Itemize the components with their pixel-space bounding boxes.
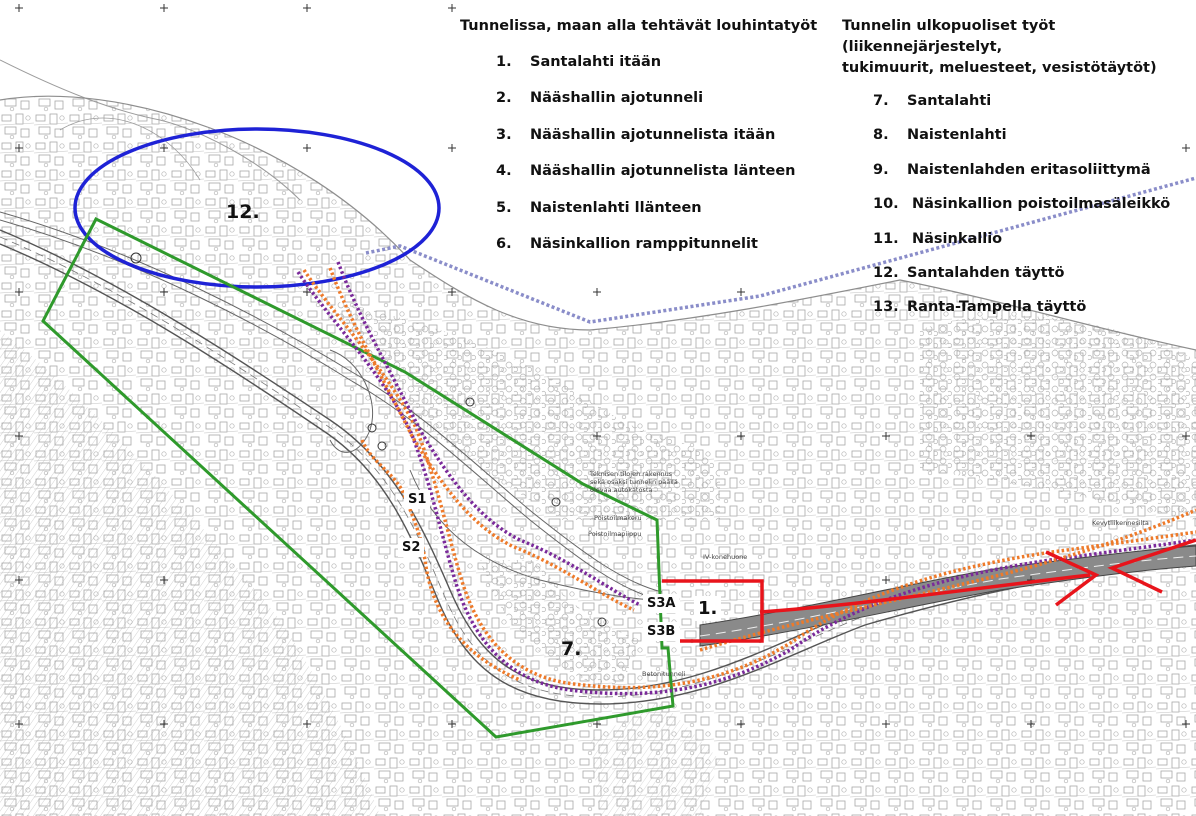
area-7-label: 7.	[561, 638, 582, 660]
legend-item: 7.Santalahti	[873, 93, 992, 109]
s2-label: S2	[398, 538, 425, 557]
exhaust-air-label: Poistoilmakeru	[594, 514, 642, 522]
tunnel-routes	[296, 261, 1196, 696]
legend-item: 4.Nääshallin ajotunnelista länteen	[496, 163, 796, 180]
legend-outside-heading-2: tukimuurit, meluesteet, vesistötäytöt)	[842, 60, 1157, 76]
legend-item: 10.Näsinkallion poistoilmasäleikkö	[873, 196, 1171, 213]
legend-item: 3.Nääshallin ajotunnelista itään	[496, 126, 776, 143]
basemap	[0, 59, 1196, 816]
s3b-label: S3B	[643, 622, 680, 641]
legend-item: 8.Naistenlahti	[873, 127, 1007, 144]
legend-outside-works: Tunnelin ulkopuoliset työt (liikennejärj…	[842, 16, 1192, 334]
area-12-ellipse	[73, 127, 441, 289]
legend-item: 2.Nääshallin ajotunneli	[496, 90, 704, 107]
grid-crosses	[15, 4, 1190, 728]
legend-item: 11.Näsinkallio	[873, 230, 1003, 247]
area-1-label: 1.	[694, 596, 722, 621]
legend-item: 1.Santalahti itään	[496, 54, 662, 70]
legend-item: 13.Ranta-Tampella täyttö	[873, 299, 1087, 316]
area-13-dotted-line	[365, 176, 1196, 324]
iv-machine-room-label: IV-konehuone	[703, 553, 748, 561]
shaft-markers	[130, 252, 607, 627]
legend-item: 5.Naistenlahti llänteen	[496, 199, 702, 216]
exhaust-chimney-label: Poistoilmapiippu	[588, 530, 642, 538]
legend-tunnel-works: Tunnelissa, maan alla tehtävät louhintat…	[460, 16, 820, 272]
technical-building-note: Teknisen tilojen rakennus sekä osaksi tu…	[590, 470, 678, 494]
legend-tunnel-heading: Tunnelissa, maan alla tehtävät louhintat…	[460, 18, 818, 34]
legend-item: 9.Naistenlahden eritasoliittymä	[873, 161, 1151, 178]
area-1-marker	[662, 538, 1196, 643]
s1-label: S1	[404, 490, 431, 509]
concrete-tunnel-label: Betonitunneli	[642, 670, 686, 678]
area-7-outline	[41, 217, 675, 739]
legend-item: 6.Näsinkallion ramppitunnelit	[496, 235, 758, 252]
legend-item: 12.Santalahden täyttö	[873, 264, 1065, 281]
s3a-label: S3A	[643, 594, 680, 613]
footbridge-label: Kevytliikennesilta	[1092, 519, 1149, 527]
legend-outside-heading-1: Tunnelin ulkopuoliset työt (liikennejärj…	[842, 18, 1056, 55]
area-12-label: 12.	[226, 201, 260, 223]
